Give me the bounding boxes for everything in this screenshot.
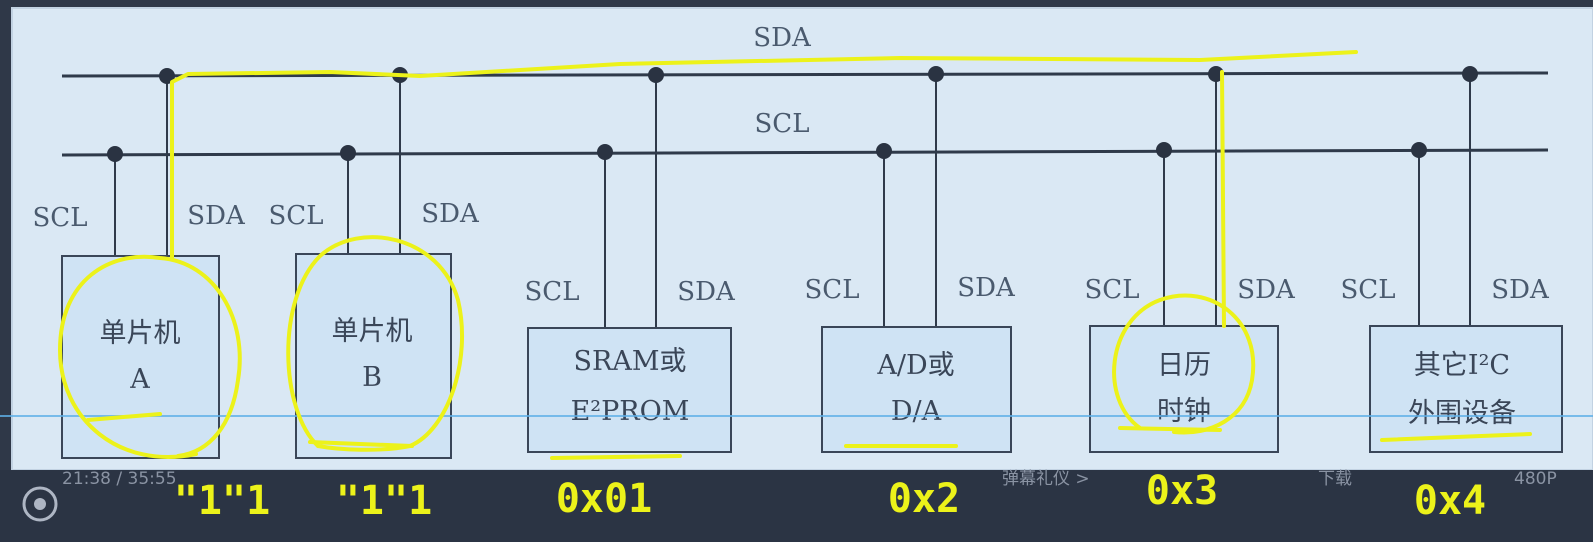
scl-pin-label: SCL [1085,275,1140,305]
device-id: E²PROM [571,396,690,427]
sda-pin-label: SDA [957,273,1016,303]
device-sram: SCL SDA SRAM或 E²PROM [525,67,736,453]
scl-node [107,146,123,162]
device-mcu-b: SCL SDA 单片机 B [269,67,480,459]
device-name: A/D或 [876,350,954,381]
device-box [61,255,220,459]
sda-node [159,68,175,84]
scl-pin-label: SCL [525,277,580,307]
sda-pin-label: SDA [1237,275,1296,305]
scl-bus-label: SCL [755,109,810,139]
annotation-sram: 0x01 [556,476,652,522]
scl-pin-label: SCL [805,275,860,305]
danmu-etiquette[interactable]: 弹幕礼仪 > [1002,469,1090,489]
download-button[interactable]: 下载 [1318,469,1352,489]
device-id: 时钟 [1157,396,1211,427]
settings-icon[interactable] [22,486,58,522]
sda-pin-label: SDA [421,199,480,229]
device-name: 单片机 [332,316,413,347]
device-box [527,327,732,453]
device-id: D/A [891,396,942,427]
sda-node [1208,66,1224,82]
sda-bus-line [61,71,1549,78]
sda-pin-label: SDA [187,201,246,231]
device-name: 单片机 [100,318,181,349]
scl-node [340,145,356,161]
highlight-strokes [58,50,1532,460]
scl-node [1411,142,1427,158]
scl-bus-line [61,148,1549,157]
device-box [1369,325,1563,453]
device-box [295,253,452,459]
device-name: 其它I²C [1414,350,1510,381]
scl-pin-label: SCL [1341,275,1396,305]
scl-node [1156,142,1172,158]
quality-button[interactable]: 480P [1514,469,1557,489]
annotation-adc: 0x2 [888,476,960,522]
sda-node [928,66,944,82]
scl-pin-label: SCL [33,203,88,233]
sda-bus-label: SDA [753,23,812,53]
device-id: B [362,362,382,393]
sda-node [1462,66,1478,82]
circle-rtc [1112,293,1256,435]
scl-pin-label: SCL [269,201,324,231]
device-box [821,326,1012,453]
device-mcu-a: SCL SDA 单片机 A [33,68,246,459]
device-name: SRAM或 [574,346,687,377]
scl-node [876,143,892,159]
device-id: 外围设备 [1408,398,1516,429]
device-name: 日历 [1157,350,1211,381]
sda-pin-label: SDA [1491,275,1550,305]
player-bar [0,470,1593,542]
device-id: A [129,364,150,395]
player-time: 21:38 / 35:55 [62,469,177,489]
device-other: SCL SDA 其它I²C 外围设备 [1341,66,1563,453]
sda-pin-label: SDA [677,277,736,307]
sda-node [648,67,664,83]
scl-node [597,144,613,160]
annotation-rtc: 0x3 [1146,468,1218,514]
diagram-panel [12,8,1593,470]
annotation-mcu-a: "1"1 [174,478,270,524]
annotation-other: 0x4 [1414,478,1486,524]
annotation-mcu-b: "1"1 [336,478,432,524]
device-adc: SCL SDA A/D或 D/A [805,66,1016,453]
circle-mcu-a [58,254,242,459]
